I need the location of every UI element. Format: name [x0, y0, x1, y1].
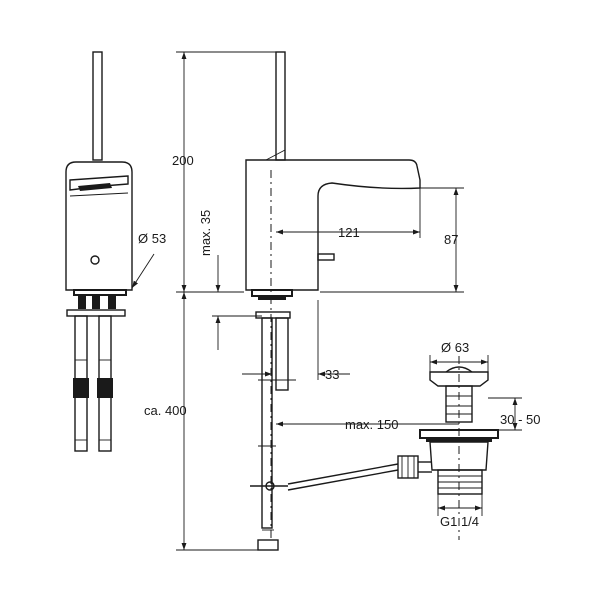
label-max-35: max. 35 — [198, 210, 213, 256]
side-body — [65, 161, 133, 291]
lever-rod — [92, 51, 103, 161]
label-g1-1-4: G1 1/4 — [440, 514, 479, 529]
dimension-lines — [176, 51, 522, 551]
dimension-labels: 200 max. 35 121 87 ca. 400 33 max. 150 Ø… — [144, 153, 540, 529]
label-33: 33 — [325, 367, 339, 382]
label-121: 121 — [338, 225, 360, 240]
label-200: 200 — [172, 153, 194, 168]
bottom-fitting — [257, 539, 279, 551]
label-ca-400: ca. 400 — [144, 403, 187, 418]
front-side-knob — [317, 253, 335, 261]
waste-stem — [445, 385, 473, 423]
popup-rod — [287, 463, 399, 485]
waste-body — [429, 441, 489, 471]
front-view — [245, 51, 421, 551]
side-view: Ø 53 — [65, 51, 166, 452]
front-hose — [275, 317, 289, 391]
label-max-150: max. 150 — [345, 417, 398, 432]
diameter-53-label: Ø 53 — [138, 231, 166, 246]
front-base — [251, 289, 293, 297]
faucet-body — [245, 159, 421, 291]
label-diameter-63: Ø 63 — [441, 340, 469, 355]
front-lever-rod — [275, 51, 286, 161]
sensor-dot — [90, 255, 100, 265]
side-base — [73, 289, 127, 296]
label-30-50: 30 - 50 — [500, 412, 540, 427]
mounting-plate — [66, 309, 126, 317]
mounting-stud — [261, 317, 273, 529]
label-87: 87 — [444, 232, 458, 247]
waste-valve — [397, 356, 499, 540]
